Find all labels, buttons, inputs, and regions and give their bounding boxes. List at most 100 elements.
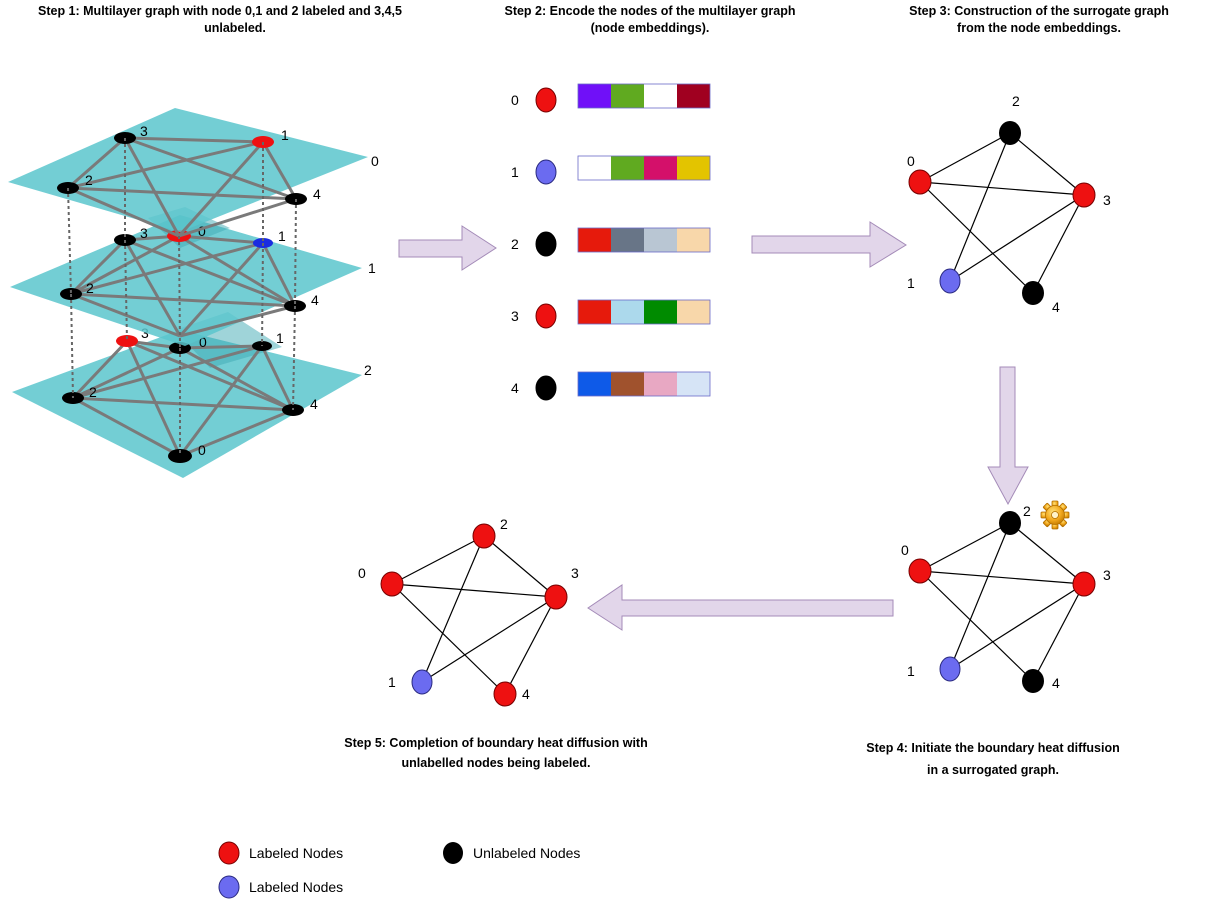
legend-blue-label: Labeled Nodes xyxy=(249,879,343,895)
step5-node-3 xyxy=(544,584,568,610)
embedding-cell xyxy=(644,372,677,396)
step2-title: Step 2: Encode the nodes of the multilay… xyxy=(504,4,795,35)
legend-black-label: Unlabeled Nodes xyxy=(473,845,580,861)
embedding-cell xyxy=(677,228,710,252)
step5-node-1 xyxy=(411,669,433,695)
step3-node-2 xyxy=(999,121,1021,145)
step1-title-line2: unlabeled. xyxy=(204,21,266,35)
step4-node-4 xyxy=(1022,669,1044,693)
embedding-cell xyxy=(644,228,677,252)
legend: Labeled Nodes Unlabeled Nodes Labeled No… xyxy=(218,841,580,899)
embedding-vector-border xyxy=(577,155,711,181)
embedding-row: 4 xyxy=(511,371,711,401)
step4-title-line1: Step 4: Initiate the boundary heat diffu… xyxy=(866,741,1120,755)
embedding-cell xyxy=(611,300,644,324)
layer-2-label: 2 xyxy=(364,362,372,378)
layer2-node-0b xyxy=(168,449,192,463)
step5-label-0: 0 xyxy=(358,565,366,581)
step5-label-3: 3 xyxy=(571,565,579,581)
step3-label-4: 4 xyxy=(1052,299,1060,315)
layer2-node-0b-label: 0 xyxy=(198,442,206,458)
embedding-node-label: 4 xyxy=(511,380,519,396)
legend-black-swatch xyxy=(443,842,463,864)
layer2-node-3 xyxy=(116,335,138,347)
layer-2: 3 0 1 2 4 0 2 xyxy=(12,312,372,478)
embedding-cell xyxy=(644,156,677,180)
embedding-cell xyxy=(611,228,644,252)
embedding-cell xyxy=(578,228,611,252)
embedding-cell xyxy=(677,372,710,396)
embedding-node xyxy=(535,159,557,185)
step3-node-0 xyxy=(908,169,932,195)
step5-label-4: 4 xyxy=(522,686,530,702)
surrogate-graph-step3: 0 2 3 1 4 xyxy=(907,93,1111,315)
step3-label-2: 2 xyxy=(1012,93,1020,109)
embedding-node xyxy=(535,375,557,401)
layer0-node-4-label: 4 xyxy=(313,186,321,202)
embedding-node xyxy=(535,87,557,113)
step5-label-1: 1 xyxy=(388,674,396,690)
step2-title-line1: Step 2: Encode the nodes of the multilay… xyxy=(504,4,795,18)
legend-red-swatch xyxy=(218,841,240,865)
step4-node-1 xyxy=(939,656,961,682)
embedding-cell xyxy=(611,372,644,396)
arrow-step3-to-step4 xyxy=(987,366,1029,506)
layer-1: 3 0 1 2 4 1 xyxy=(10,207,376,346)
embedding-node xyxy=(535,303,557,329)
layer1-node-4-label: 4 xyxy=(311,292,319,308)
step5-label-2: 2 xyxy=(500,516,508,532)
step4-node-0 xyxy=(908,558,932,584)
layer2-node-0-label: 0 xyxy=(199,334,207,350)
surrogate-graph-step4: 0 2 3 1 4 xyxy=(901,500,1111,693)
arrow-step4-to-step5 xyxy=(587,584,894,631)
step5-node-4 xyxy=(493,681,517,707)
embedding-node xyxy=(535,231,557,257)
multilayer-graph: 3 0 1 2 4 0 2 xyxy=(8,108,379,478)
embedding-cell xyxy=(644,84,677,108)
arrow-step1-to-step2 xyxy=(398,225,497,271)
step3-title-line1: Step 3: Construction of the surrogate gr… xyxy=(909,4,1169,18)
embedding-cell xyxy=(578,156,611,180)
step4-edges xyxy=(919,522,1085,682)
layer-1-plane xyxy=(10,215,362,346)
embedding-node-label: 1 xyxy=(511,164,519,180)
gear-icon xyxy=(1040,500,1070,530)
step3-node-4 xyxy=(1022,281,1044,305)
step4-title: Step 4: Initiate the boundary heat diffu… xyxy=(866,741,1120,777)
layer0-node-1-label: 1 xyxy=(281,127,289,143)
step1-title: Step 1: Multilayer graph with node 0,1 a… xyxy=(38,4,402,35)
layer1-node-1-label: 1 xyxy=(278,228,286,244)
embedding-vector-border xyxy=(577,227,711,253)
embedding-cell xyxy=(611,84,644,108)
step4-node-3 xyxy=(1072,571,1096,597)
embedding-row: 1 xyxy=(511,155,711,185)
embedding-cell xyxy=(578,84,611,108)
interlayer-links xyxy=(67,138,297,456)
step3-label-3: 3 xyxy=(1103,192,1111,208)
layer1-node-2-label: 2 xyxy=(86,280,94,296)
step2-title-line2: (node embeddings). xyxy=(591,21,710,35)
step5-title-line1: Step 5: Completion of boundary heat diff… xyxy=(344,736,647,750)
layer2-node-3-label: 3 xyxy=(141,325,149,341)
step4-title-line2: in a surrogated graph. xyxy=(927,763,1059,777)
legend-blue-swatch xyxy=(218,875,240,899)
layer1-node-0-label: 0 xyxy=(198,223,206,239)
embedding-row: 2 xyxy=(511,227,711,257)
embedding-row: 3 xyxy=(511,299,711,329)
embedding-cell xyxy=(611,156,644,180)
layer-0-label: 0 xyxy=(371,153,379,169)
layer-1-label: 1 xyxy=(368,260,376,276)
step1-title-line1: Step 1: Multilayer graph with node 0,1 a… xyxy=(38,4,402,18)
layer2-node-1-label: 1 xyxy=(276,330,284,346)
step3-title-line2: from the node embeddings. xyxy=(957,21,1121,35)
step5-node-2 xyxy=(472,523,496,549)
step5-edges xyxy=(391,535,557,695)
step3-title: Step 3: Construction of the surrogate gr… xyxy=(909,4,1169,35)
layer0-node-3-label: 3 xyxy=(140,123,148,139)
layer1-node-3-label: 3 xyxy=(140,225,148,241)
embedding-cell xyxy=(677,84,710,108)
step5-title-line2: unlabelled nodes being labeled. xyxy=(402,756,591,770)
step4-label-4: 4 xyxy=(1052,675,1060,691)
